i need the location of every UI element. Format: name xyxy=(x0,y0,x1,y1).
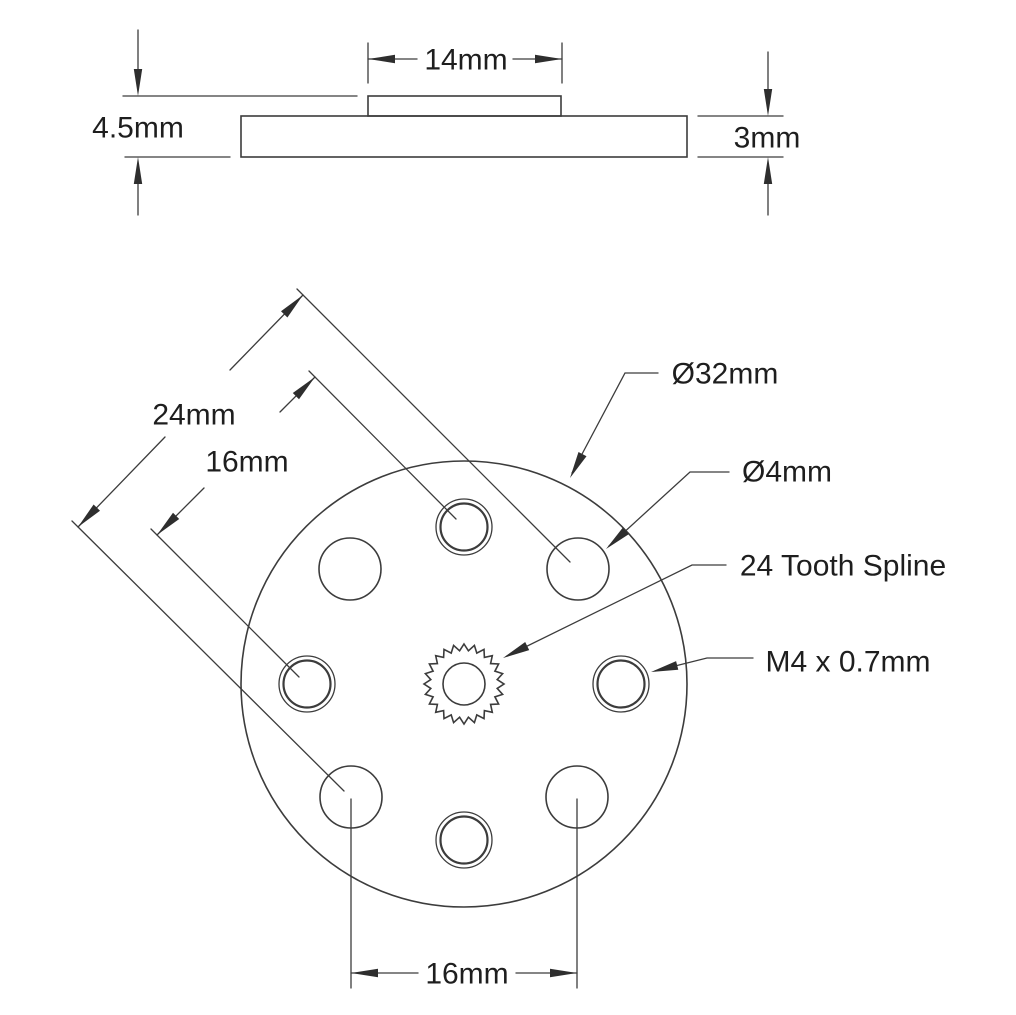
arrowhead xyxy=(651,661,679,672)
arrowhead xyxy=(351,968,378,978)
dim-label: 24mm xyxy=(152,399,235,432)
leader-line xyxy=(571,372,659,474)
arrowhead xyxy=(157,512,180,535)
dim-overall-thickness: 4.5mm xyxy=(92,29,358,216)
leader-label: Ø4mm xyxy=(742,456,832,489)
tapped-hole-top xyxy=(435,498,493,556)
tap-drill-circle xyxy=(282,659,332,709)
tap-drill-circle xyxy=(439,502,489,552)
thread-major-circle xyxy=(278,655,336,713)
arrowhead xyxy=(281,295,303,318)
extension-line xyxy=(71,520,345,792)
dim-label: 16mm xyxy=(205,446,288,479)
arrowhead xyxy=(78,504,100,527)
tapped-hole-bottom xyxy=(435,811,493,869)
dim-outer-hole-spacing: 24mm xyxy=(71,288,571,792)
side-view: 14mm 4.5mm 3mm xyxy=(92,29,801,216)
dim-label: 14mm xyxy=(424,44,507,77)
arrowhead xyxy=(570,452,587,478)
arrowhead xyxy=(550,968,577,978)
thread-major-circle xyxy=(435,498,493,556)
arrowhead xyxy=(606,527,629,549)
tap-drill-circle xyxy=(596,659,646,709)
label-outer-diameter: Ø32mm xyxy=(570,358,779,478)
arrowhead xyxy=(368,54,395,64)
tapped-hole-left xyxy=(278,655,336,713)
arrowhead xyxy=(133,157,143,184)
dim-label: 3mm xyxy=(734,122,801,155)
dim-lower-hole-spacing: 16mm xyxy=(350,798,578,991)
label-spline: 24 Tooth Spline xyxy=(503,550,946,658)
leader-line xyxy=(506,564,727,657)
arrowhead xyxy=(503,642,530,658)
spline xyxy=(422,642,506,726)
leader-label: Ø32mm xyxy=(672,358,779,391)
dim-boss-width: 14mm xyxy=(367,42,563,84)
thread-major-circle xyxy=(592,655,650,713)
boss-profile xyxy=(367,95,562,117)
extension-line xyxy=(296,288,571,563)
extension-line xyxy=(150,528,300,678)
thread-major-circle xyxy=(435,811,493,869)
label-thru-hole-diameter: Ø4mm xyxy=(606,456,832,549)
dim-label: 16mm xyxy=(425,958,508,991)
dim-label: 4.5mm xyxy=(92,112,184,145)
thru-hole-ne xyxy=(546,537,610,601)
spline-teeth xyxy=(422,642,506,726)
thru-hole-nw xyxy=(318,537,382,601)
arrowhead xyxy=(292,377,315,400)
arrowhead xyxy=(535,54,562,64)
leader-label: M4 x 0.7mm xyxy=(765,646,930,679)
tap-drill-circle xyxy=(439,815,489,865)
dim-inner-hole-spacing: 16mm xyxy=(150,370,457,678)
dim-plate-thickness: 3mm xyxy=(697,51,801,216)
leader-label: 24 Tooth Spline xyxy=(740,550,946,583)
extension-line xyxy=(308,370,457,520)
arrowhead xyxy=(133,69,143,96)
tapped-hole-right xyxy=(592,655,650,713)
plate-outline xyxy=(240,460,688,908)
plate-profile xyxy=(240,115,688,158)
leader-line xyxy=(608,471,730,547)
arrowhead xyxy=(763,157,773,184)
label-tapped-hole: M4 x 0.7mm xyxy=(651,646,931,679)
arrowhead xyxy=(763,89,773,116)
spline-bore xyxy=(442,662,486,706)
face-view: 24mm 16mm 16mm Ø32mm xyxy=(71,288,946,991)
